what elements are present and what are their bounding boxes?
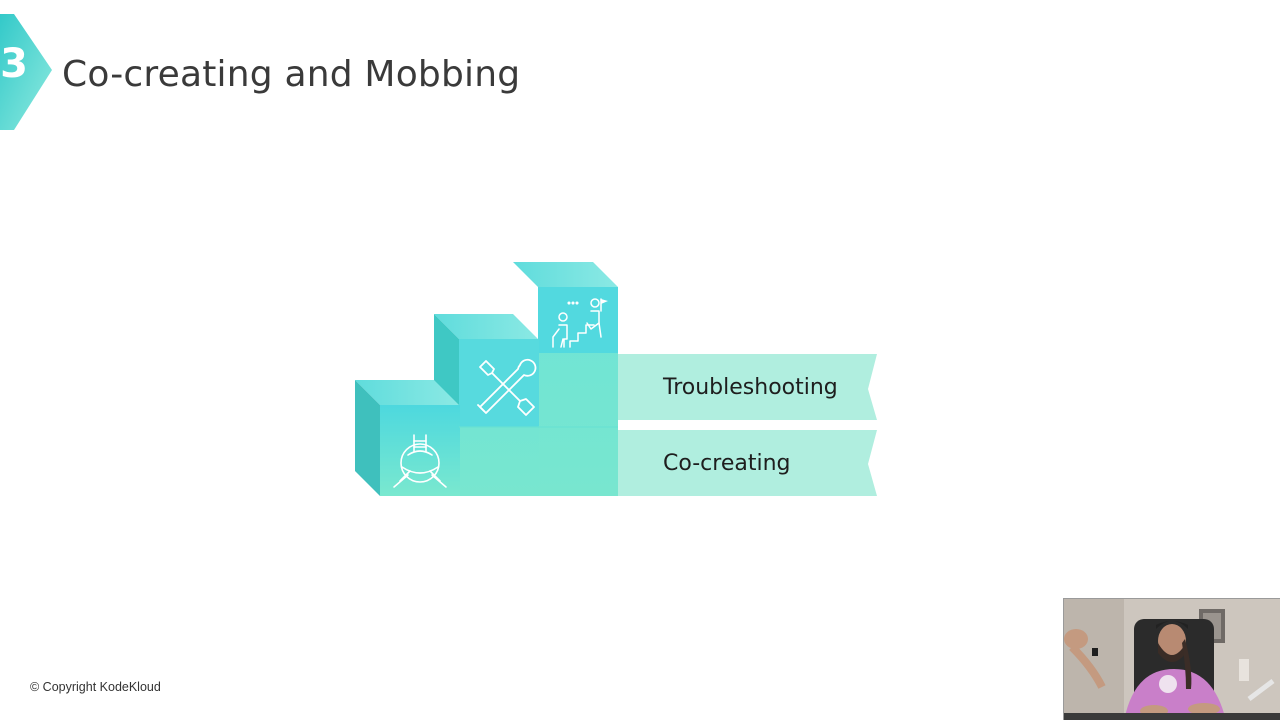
slide-title: Co-creating and Mobbing [62, 54, 521, 95]
team-hands-icon [393, 434, 447, 488]
step-3 [513, 262, 618, 496]
staircase-graphic [350, 255, 890, 505]
step-1 [355, 380, 460, 496]
wrench-screwdriver-icon [477, 358, 537, 416]
presenter-webcam [1063, 598, 1280, 720]
copyright-text: © Copyright KodeKloud [30, 680, 161, 694]
ribbon-troubleshooting [618, 354, 877, 420]
label-troubleshooting: Troubleshooting [663, 375, 838, 400]
climbing-team-icon [552, 298, 608, 348]
ribbon-co-creating [618, 430, 877, 496]
label-co-creating: Co-creating [663, 451, 791, 476]
section-badge [0, 14, 56, 132]
section-number: 3 [0, 41, 28, 87]
